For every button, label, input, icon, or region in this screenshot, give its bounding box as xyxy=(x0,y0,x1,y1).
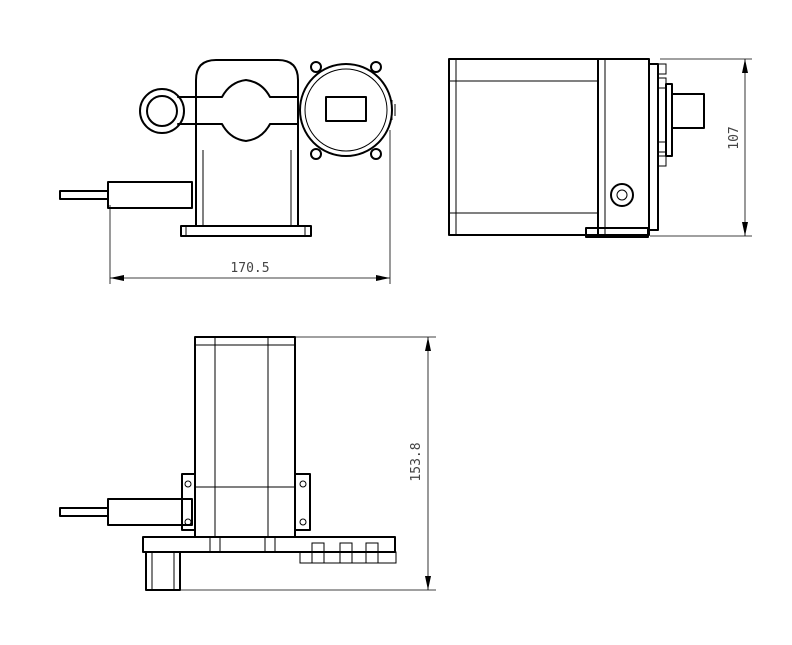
dimension-107: 107 xyxy=(650,58,752,237)
front-display-window xyxy=(325,96,367,122)
dimension-153: 153.8 xyxy=(170,336,436,591)
top-cable xyxy=(59,507,109,517)
dimension-153-label: 153.8 xyxy=(409,442,424,481)
front-ring-outer xyxy=(139,88,185,134)
side-stub xyxy=(671,93,705,129)
side-screw xyxy=(610,183,634,207)
front-cable xyxy=(59,190,109,200)
top-cable-gland xyxy=(107,498,193,526)
top-lug-right xyxy=(294,473,311,531)
side-body xyxy=(448,58,650,236)
front-ear-tl xyxy=(310,61,322,73)
top-body xyxy=(194,336,296,538)
dimension-107-label: 107 xyxy=(727,126,742,149)
side-view xyxy=(448,58,705,238)
front-arm-top xyxy=(177,79,299,98)
front-ear-tr xyxy=(370,61,382,73)
dimension-170-label: 170.5 xyxy=(230,261,269,276)
top-base-plate xyxy=(142,536,396,553)
side-flange xyxy=(648,63,659,231)
front-ear-bl xyxy=(310,148,322,160)
side-base-plate xyxy=(585,227,649,238)
front-body xyxy=(195,59,299,227)
top-lug-left xyxy=(181,473,196,531)
front-ear-br xyxy=(370,148,382,160)
front-arm-bottom xyxy=(177,123,299,142)
front-ring-inner xyxy=(146,95,178,127)
front-view xyxy=(59,59,396,237)
top-view xyxy=(59,336,397,591)
front-cable-gland xyxy=(107,181,193,209)
dimension-170: 170.5 xyxy=(109,130,391,284)
top-connector xyxy=(145,551,181,591)
front-display-housing xyxy=(299,63,393,157)
front-base-plate xyxy=(180,225,312,237)
